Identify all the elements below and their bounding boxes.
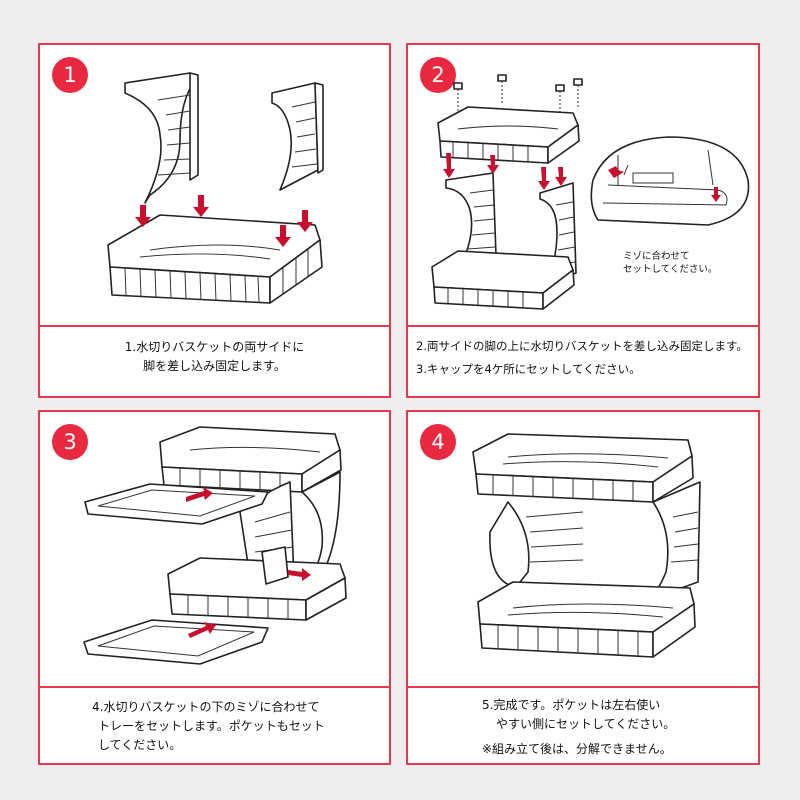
caption-line: 5.完成です。ポケットは左右使い [482,698,661,712]
step-1-illustration: 1 [40,45,389,327]
callout-note: ミゾに合わせて セットしてください。 [623,250,717,276]
tray-and-pocket-drawing [83,426,347,665]
step-4-panel: 4 [406,410,760,765]
caption-line: 1.水切りバスケットの両サイドに [124,340,305,354]
step-3-caption: 4.水切りバスケットの下のミゾに合わせて トレーをセットします。ポケットもセット… [40,686,389,763]
callout-line: ミゾに合わせて [623,251,690,262]
caption-line: してください。 [98,738,182,752]
step-3-illustration: 3 [40,412,389,688]
step-2-panel: 2 [406,43,760,398]
step-3-panel: 3 [38,410,391,765]
step-2-caption: 2.両サイドの脚の上に水切りバスケットを差し込み固定します。 3.キャップを4ケ… [408,325,758,396]
step-4-illustration: 4 [408,412,758,688]
basket-with-legs-drawing [107,72,324,304]
callout-line: セットしてください。 [623,264,718,275]
step-2-number-badge: 2 [420,57,456,93]
caption-line: ※組み立て後は、分解できません。 [482,742,672,756]
caption-line: 4.水切りバスケットの下のミゾに合わせて [92,700,320,714]
completed-rack-drawing [472,433,701,658]
caption-line: 脚を差し込み固定します。 [143,359,286,373]
step-2-illustration: 2 [408,45,758,327]
step-4-caption: 5.完成です。ポケットは左右使い やすい側にセットしてください。 ※組み立て後は… [408,686,758,763]
two-tier-assembly-drawing [431,74,750,310]
step-1-number-badge: 1 [52,57,88,93]
step-1-caption: 1.水切りバスケットの両サイドに 脚を差し込み固定します。 [40,325,389,396]
step-3-number-badge: 3 [52,424,88,460]
caption-line: やすい側にセットしてください。 [496,717,676,731]
step-4-number-badge: 4 [420,424,456,460]
caption-line: 3.キャップを4ケ所にセットしてください。 [416,362,641,376]
caption-line: トレーをセットします。ポケットもセット [98,719,325,733]
step-1-panel: 1 [38,43,391,398]
caption-line: 2.両サイドの脚の上に水切りバスケットを差し込み固定します。 [416,339,748,353]
